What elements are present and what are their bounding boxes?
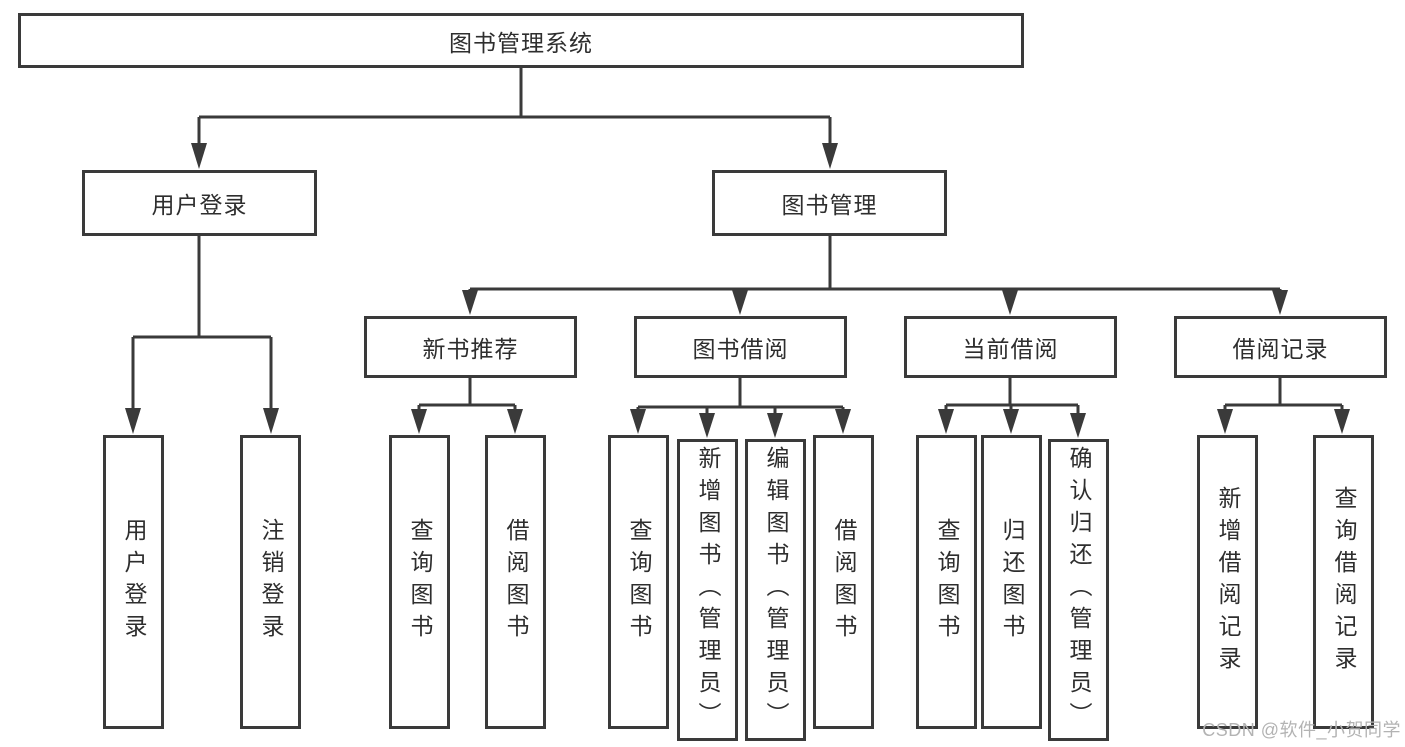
- leaf-box-query-books-recommend: 查询图书: [389, 435, 450, 729]
- leaf-label-borrow-books: 借阅图书: [831, 518, 857, 646]
- node-box-root: 图书管理系统: [18, 13, 1024, 68]
- node-box-borrow-records: 借阅记录: [1174, 316, 1387, 378]
- node-label-book-management: 图书管理: [781, 192, 878, 218]
- node-box-user-login: 用户登录: [82, 170, 317, 236]
- leaf-label-borrow-books-recommend: 借阅图书: [503, 518, 529, 646]
- node-label-book-borrow: 图书借阅: [692, 336, 789, 362]
- leaf-box-borrow-books: 借阅图书: [813, 435, 874, 729]
- leaf-box-logout-login: 注销登录: [240, 435, 301, 729]
- leaf-box-query-books-current: 查询图书: [916, 435, 977, 729]
- leaf-box-confirm-return-admin: 确认归还（管理员）: [1048, 439, 1109, 741]
- leaf-box-borrow-books-recommend: 借阅图书: [485, 435, 546, 729]
- node-label-borrow-records: 借阅记录: [1232, 336, 1329, 362]
- leaf-label-return-books: 归还图书: [999, 518, 1025, 646]
- node-label-new-book-recommend: 新书推荐: [422, 336, 519, 362]
- node-box-new-book-recommend: 新书推荐: [364, 316, 577, 378]
- leaf-label-logout-login: 注销登录: [258, 518, 284, 646]
- leaf-box-query-books-borrow: 查询图书: [608, 435, 669, 729]
- leaf-box-edit-books-admin: 编辑图书（管理员）: [745, 439, 806, 741]
- node-box-current-borrow: 当前借阅: [904, 316, 1117, 378]
- leaf-label-query-books-borrow: 查询图书: [626, 518, 652, 646]
- leaf-label-add-borrow-record: 新增借阅记录: [1215, 486, 1241, 678]
- leaf-label-query-borrow-record: 查询借阅记录: [1331, 486, 1357, 678]
- leaf-label-query-books-current: 查询图书: [934, 518, 960, 646]
- node-box-book-management: 图书管理: [712, 170, 947, 236]
- leaf-box-query-borrow-record: 查询借阅记录: [1313, 435, 1374, 729]
- leaf-box-return-books: 归还图书: [981, 435, 1042, 729]
- leaf-label-user-login: 用户登录: [121, 518, 147, 646]
- node-box-book-borrow: 图书借阅: [634, 316, 847, 378]
- csdn-watermark: CSDN @软件_小贺同学: [1202, 720, 1401, 740]
- leaf-label-add-books-admin: 新增图书（管理员）: [695, 446, 721, 734]
- arrow-down-icons: [125, 143, 1350, 438]
- node-label-current-borrow: 当前借阅: [962, 336, 1059, 362]
- node-label-root: 图书管理系统: [449, 29, 593, 56]
- leaf-box-user-login: 用户登录: [103, 435, 164, 729]
- leaf-label-query-books-recommend: 查询图书: [407, 518, 433, 646]
- leaf-label-edit-books-admin: 编辑图书（管理员）: [763, 446, 789, 734]
- node-label-user-login: 用户登录: [151, 192, 248, 218]
- leaf-box-add-borrow-record: 新增借阅记录: [1197, 435, 1258, 729]
- leaf-label-confirm-return-admin: 确认归还（管理员）: [1066, 446, 1092, 734]
- leaf-box-add-books-admin: 新增图书（管理员）: [677, 439, 738, 741]
